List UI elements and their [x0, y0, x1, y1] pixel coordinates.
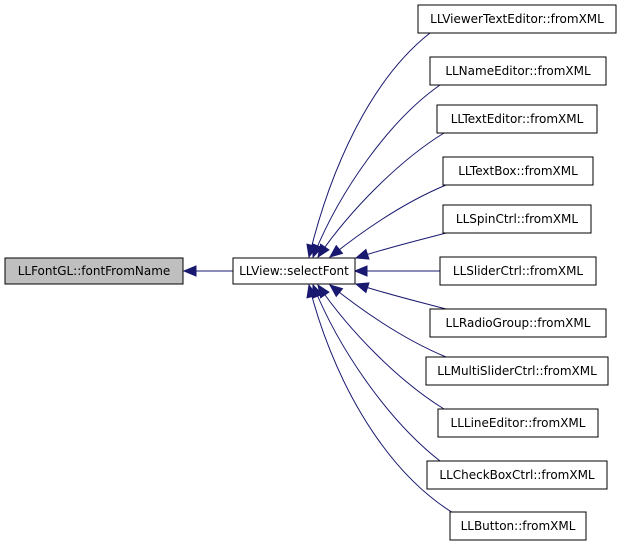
- node-box: [439, 256, 597, 286]
- node-label: LLView::selectFont: [239, 264, 349, 278]
- edge-textbox-selectfont: [329, 184, 447, 258]
- node-box: [232, 257, 356, 285]
- edge-viewertexteditor-selectfont: [308, 32, 431, 258]
- edge-button-selectfont-arrowhead: [306, 283, 318, 299]
- node-label: LLFontGL::fontFromName: [18, 264, 171, 278]
- node-lineeditor[interactable]: LLLineEditor::fromXML: [437, 408, 599, 438]
- node-box: [436, 104, 598, 134]
- node-box: [442, 204, 592, 234]
- edge-nameeditor-selectfont: [312, 84, 441, 258]
- node-box: [442, 156, 594, 186]
- node-box: [417, 4, 617, 34]
- edge-checkboxctrl-selectfont: [312, 284, 441, 462]
- node-textbox[interactable]: LLTextBox::fromXML: [442, 156, 594, 186]
- node-button[interactable]: LLButton::fromXML: [449, 511, 587, 541]
- edge-spinctrl-selectfont: [355, 232, 447, 259]
- edge-multisliderctrl-selectfont: [329, 284, 447, 358]
- edge-button-selectfont: [308, 284, 459, 517]
- node-label: LLSliderCtrl::fromXML: [453, 264, 584, 278]
- node-texteditor[interactable]: LLTextEditor::fromXML: [436, 104, 598, 134]
- node-box: [4, 257, 184, 285]
- node-label: LLTextEditor::fromXML: [451, 112, 584, 126]
- node-spinctrl[interactable]: LLSpinCtrl::fromXML: [442, 204, 592, 234]
- edges: [182, 32, 459, 517]
- edge-selectfont-fontfromname-arrowhead: [182, 265, 197, 277]
- node-label: LLLineEditor::fromXML: [451, 416, 586, 430]
- edge-spinctrl-selectfont-arrowhead: [354, 248, 370, 260]
- node-box: [429, 56, 607, 86]
- node-label: LLRadioGroup::fromXML: [446, 316, 591, 330]
- edge-multisliderctrl-selectfont-arrowhead: [328, 284, 344, 298]
- node-checkboxctrl[interactable]: LLCheckBoxCtrl::fromXML: [426, 460, 608, 490]
- edge-texteditor-selectfont: [317, 132, 445, 258]
- edge-texteditor-selectfont-arrowhead: [317, 243, 330, 259]
- node-selectfont[interactable]: LLView::selectFont: [232, 257, 356, 285]
- node-label: LLTextBox::fromXML: [458, 164, 578, 178]
- node-box: [449, 511, 587, 541]
- node-label: LLCheckBoxCtrl::fromXML: [439, 468, 595, 482]
- node-label: LLNameEditor::fromXML: [445, 64, 591, 78]
- edge-sliderctrl-selectfont-arrowhead: [353, 265, 368, 277]
- node-viewertexteditor[interactable]: LLViewerTextEditor::fromXML: [417, 4, 617, 34]
- edge-textbox-selectfont-arrowhead: [328, 244, 344, 258]
- node-box: [425, 356, 609, 386]
- edge-radiogroup-selectfont-arrowhead: [354, 282, 370, 294]
- node-box: [426, 460, 608, 490]
- node-sliderctrl[interactable]: LLSliderCtrl::fromXML: [439, 256, 597, 286]
- node-box: [437, 408, 599, 438]
- node-radiogroup[interactable]: LLRadioGroup::fromXML: [429, 308, 607, 338]
- edge-lineeditor-selectfont: [317, 284, 445, 410]
- node-label: LLSpinCtrl::fromXML: [456, 212, 578, 226]
- node-label: LLButton::fromXML: [461, 519, 576, 533]
- edge-radiogroup-selectfont: [355, 283, 447, 310]
- node-multisliderctrl[interactable]: LLMultiSliderCtrl::fromXML: [425, 356, 609, 386]
- node-label: LLViewerTextEditor::fromXML: [430, 12, 604, 26]
- node-fontfromname[interactable]: LLFontGL::fontFromName: [4, 257, 184, 285]
- node-box: [429, 308, 607, 338]
- node-nameeditor[interactable]: LLNameEditor::fromXML: [429, 56, 607, 86]
- node-label: LLMultiSliderCtrl::fromXML: [437, 364, 597, 378]
